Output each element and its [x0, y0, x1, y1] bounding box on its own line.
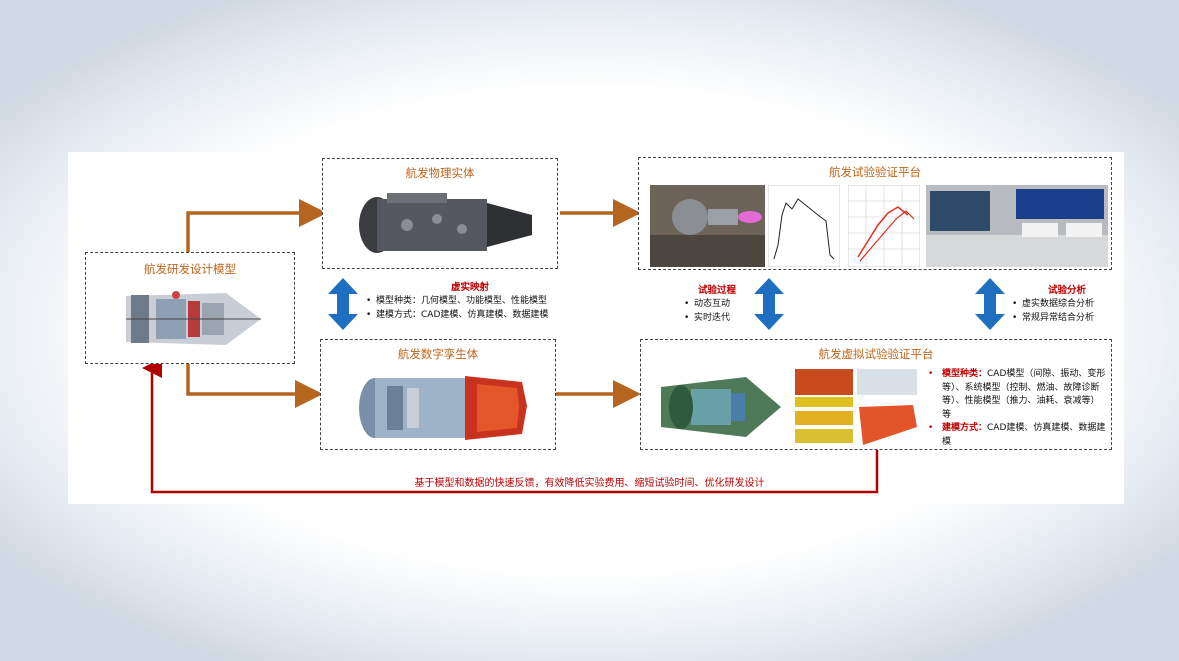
virtual-method-text: CAD建模、仿真建模、数据建模 [942, 423, 1106, 447]
double-arrow-process [754, 278, 784, 330]
digital-twin-image [347, 366, 537, 446]
test-analysis-item-1: •虚实数据综合分析 [1012, 299, 1095, 309]
digital-twin-box: 航发数字孪生体 [320, 339, 556, 450]
simulation-results-image [793, 367, 921, 447]
physical-engine-image [347, 185, 537, 263]
virtual-method-item: •建模方式：CAD建模、仿真建模、数据建模 [928, 423, 1106, 447]
virtual-platform-title: 航发虚拟试验验证平台 [818, 347, 934, 361]
physical-entity-title: 航发物理实体 [405, 166, 475, 180]
mapping-item-2: •建模方式：CAD建模、仿真建模、数据建模 [366, 310, 549, 320]
mapping-item-2-text: 建模方式：CAD建模、仿真建模、数据建模 [376, 310, 549, 320]
test-process-item-2: •实时迭代 [684, 313, 731, 323]
arrow-design-to-physical [186, 199, 327, 252]
test-bench-photo [650, 185, 765, 267]
arrow-design-to-twin [186, 363, 323, 408]
virtual-model-text: CAD模型（间隙、振动、变形等）、系统模型（控制、燃油、故障诊断等）、性能模型（… [942, 369, 1106, 420]
design-model-title: 航发研发设计模型 [144, 262, 236, 276]
digital-twin-title: 航发数字孪生体 [397, 347, 479, 361]
design-model-box: 航发研发设计模型 [85, 252, 295, 364]
test-process-item-1-text: 动态互动 [694, 299, 731, 309]
virtual-platform-box: 航发虚拟试验验证平台 •模型种类：CAD模型（间隙、振动、变形等）、系统模型（控… [640, 339, 1112, 450]
double-arrow-analysis [975, 278, 1005, 330]
mapping-item-1-text: 模型种类：几何模型、功能模型、性能模型 [376, 296, 548, 306]
test-process-item-1: •动态互动 [684, 299, 731, 309]
control-room-photo [926, 185, 1108, 267]
virtual-model-label: 模型种类： [942, 369, 988, 379]
mapping-title: 虚实映射 [451, 282, 490, 293]
performance-chart [848, 185, 920, 267]
physical-entity-box: 航发物理实体 [322, 158, 558, 269]
double-arrow-mapping [328, 278, 358, 330]
arrow-feedback [142, 358, 879, 494]
test-analysis-title: 试验分析 [1048, 285, 1087, 296]
virtual-method-label: 建模方式： [942, 423, 988, 433]
test-curve-chart [768, 185, 840, 267]
virtual-model-item: •模型种类：CAD模型（间隙、振动、变形等）、系统模型（控制、燃油、故障诊断等）… [928, 369, 1106, 420]
test-platform-title: 航发试验验证平台 [829, 165, 921, 179]
virtual-description: •模型种类：CAD模型（间隙、振动、变形等）、系统模型（控制、燃油、故障诊断等）… [928, 368, 1106, 449]
test-analysis-item-1-text: 虚实数据综合分析 [1022, 299, 1095, 309]
test-analysis-item-2: •常规异常结合分析 [1012, 313, 1095, 323]
virtual-engine-model [651, 367, 791, 447]
engine-cutaway-image [116, 281, 266, 357]
test-process-item-2-text: 实时迭代 [694, 313, 731, 323]
test-analysis-item-2-text: 常规异常结合分析 [1022, 313, 1095, 323]
feedback-caption: 基于模型和数据的快速反馈，有效降低实验费用、缩短试验时间、优化研发设计 [414, 478, 765, 489]
test-platform-box: 航发试验验证平台 [638, 157, 1112, 270]
test-process-title: 试验过程 [698, 285, 737, 296]
mapping-item-1: •模型种类：几何模型、功能模型、性能模型 [366, 296, 548, 306]
